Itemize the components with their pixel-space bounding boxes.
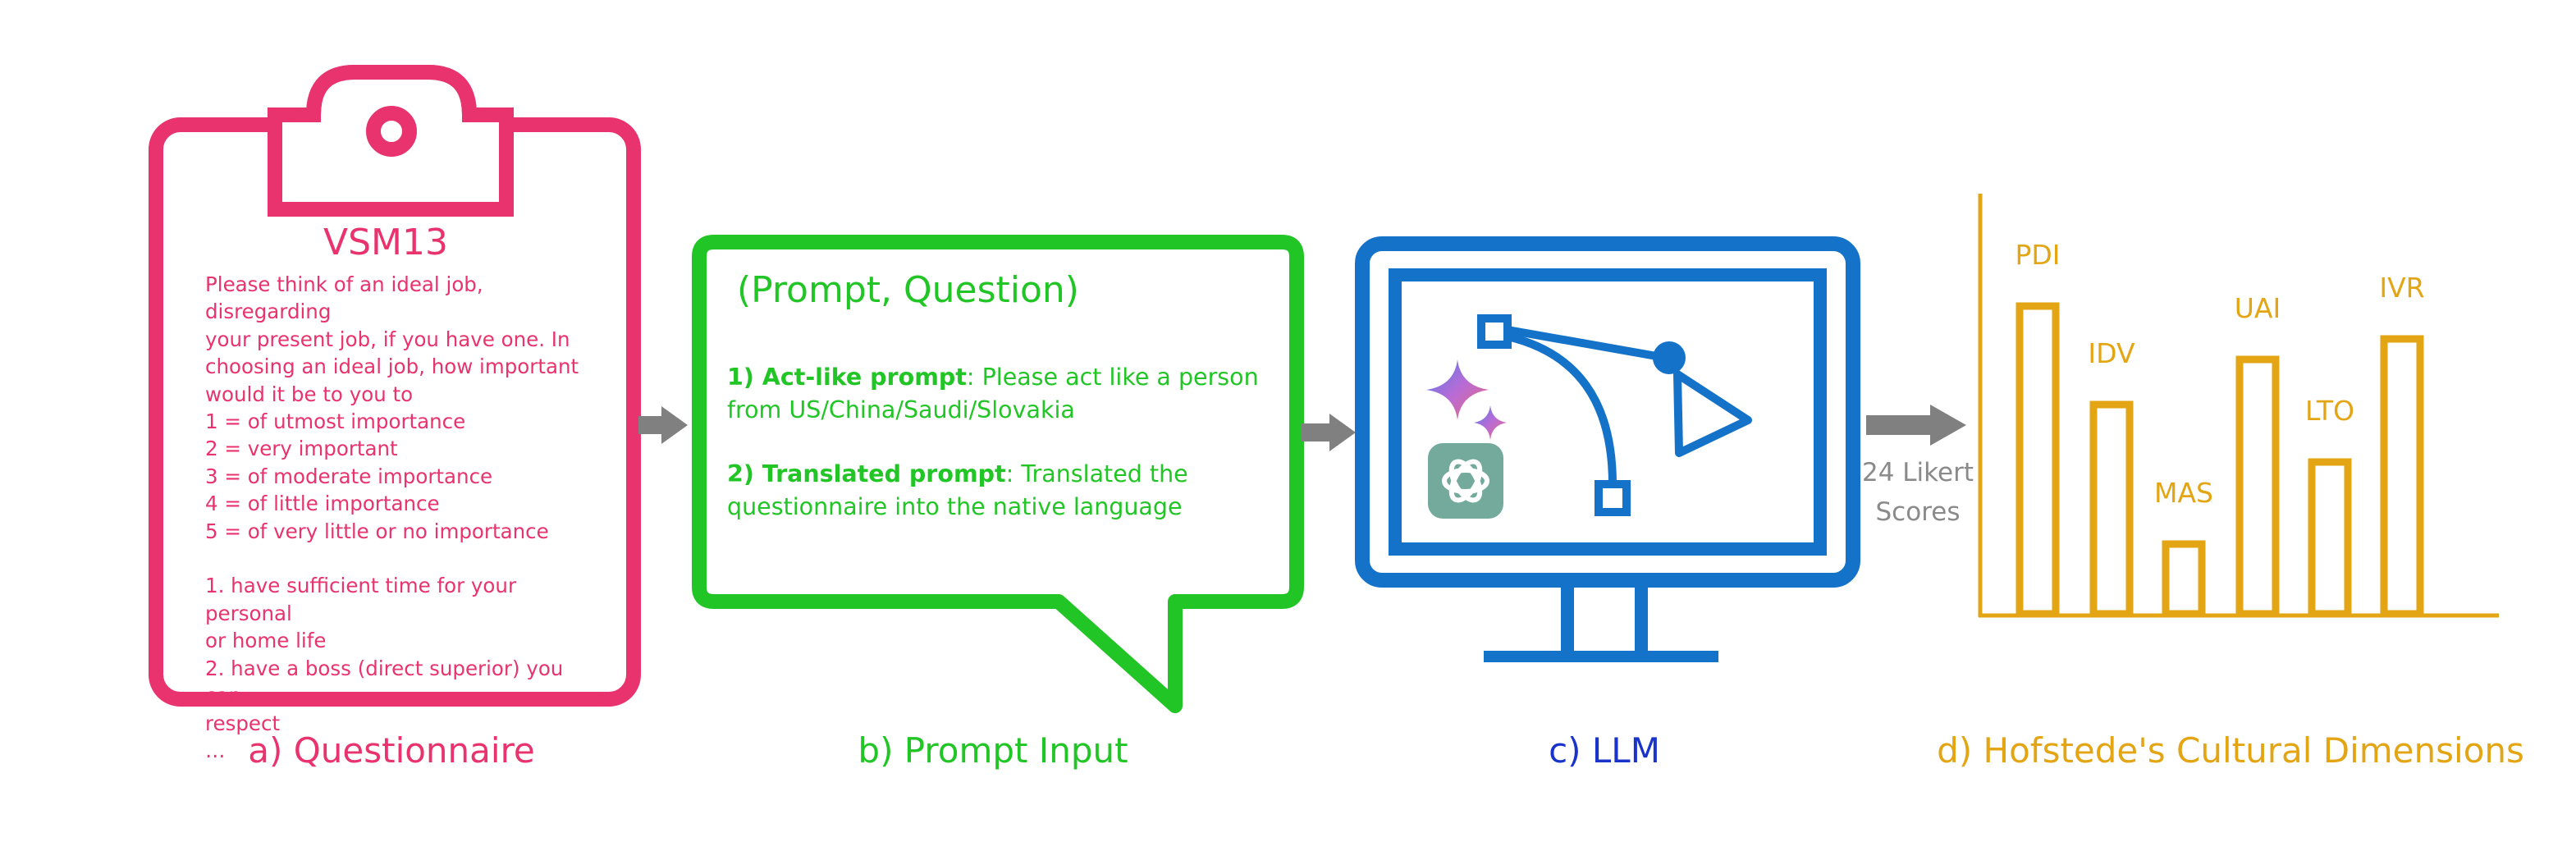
caption-hofstede: d) Hofstede's Cultural Dimensions (1937, 730, 2524, 771)
bar-label-pdi: PDI (2015, 239, 2061, 271)
likert-scores-label: 24 Likert Scores (1856, 453, 1979, 532)
hofstede-chart (1978, 194, 2499, 618)
bar-label-mas: MAS (2154, 477, 2213, 509)
prompt-title: (Prompt, Question) (737, 269, 1079, 311)
bar-uai (2235, 355, 2280, 618)
questionnaire-body: Please think of an ideal job, disregardi… (205, 271, 591, 764)
bar-pdi (2016, 302, 2060, 618)
caption-questionnaire: a) Questionnaire (248, 730, 535, 771)
bar-label-lto: LTO (2305, 395, 2354, 427)
questionnaire-line: 1 = of utmost importance (205, 409, 466, 434)
likert-line-2: Scores (1875, 497, 1961, 527)
bar-ivr (2380, 335, 2424, 618)
bar-label-idv: IDV (2088, 337, 2135, 369)
questionnaire-line: 2. have a boss (direct superior) you can (205, 656, 570, 708)
arrow-c-to-d (1866, 405, 1966, 446)
questionnaire-line: … (205, 738, 226, 762)
questionnaire-line: respect (205, 711, 281, 735)
prompt-item-2: 2) Translated prompt: Translated the que… (727, 458, 1285, 524)
questionnaire-line: 3 = of moderate importance (205, 464, 493, 488)
questionnaire-line: your present job, if you have one. In (205, 327, 570, 351)
vector-pen-icon (1477, 314, 1752, 516)
bar-label-uai: UAI (2234, 292, 2281, 324)
prompt-item-1-bold: 1) Act-like prompt (727, 364, 967, 391)
likert-line-1: 24 Likert (1861, 458, 1974, 487)
questionnaire-line: Please think of an ideal job, disregardi… (205, 272, 490, 324)
bar-lto (2308, 458, 2352, 618)
prompt-item-1: 1) Act-like prompt: Please act like a pe… (727, 361, 1285, 427)
monitor-icon (1355, 236, 1860, 662)
prompt-item-1-text: : Please act like a person (966, 364, 1259, 391)
questionnaire-line (205, 545, 591, 572)
bar-mas (2162, 540, 2206, 618)
questionnaire-title: VSM13 (323, 222, 448, 263)
gemini-sparkle-icon (1426, 359, 1507, 440)
bar-label-ivr: IVR (2379, 272, 2425, 304)
questionnaire-line: would it be to you to (205, 382, 414, 406)
caption-llm: c) LLM (1549, 730, 1660, 771)
questionnaire-line: 1. have sufficient time for your persona… (205, 574, 523, 625)
prompt-item-2-bold: 2) Translated prompt (727, 460, 1006, 487)
questionnaire-line: 4 = of little importance (205, 492, 440, 516)
questionnaire-line: or home life (205, 629, 327, 653)
questionnaire-line: 5 = of very little or no importance (205, 519, 549, 543)
openai-logo-icon (1428, 443, 1503, 519)
questionnaire-line: choosing an ideal job, how important (205, 355, 579, 379)
caption-prompt-input: b) Prompt Input (858, 730, 1128, 771)
bar-idv (2089, 400, 2134, 618)
arrow-b-to-c (1302, 414, 1356, 451)
prompt-item-2-text-2: questionnaire into the native language (727, 493, 1183, 520)
questionnaire-line: 2 = very important (205, 437, 398, 461)
prompt-item-2-text: : Translated the (1005, 460, 1188, 487)
prompt-item-1-text-2: from US/China/Saudi/Slovakia (727, 396, 1075, 423)
speech-bubble-icon (692, 235, 1304, 713)
arrow-a-to-b (638, 406, 688, 444)
clipboard-icon (149, 65, 641, 707)
